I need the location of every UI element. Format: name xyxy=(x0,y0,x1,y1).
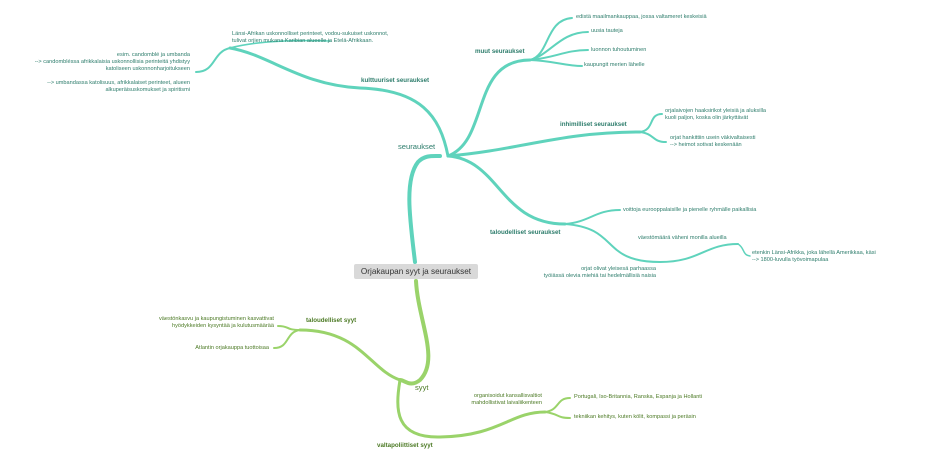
note-line: --> candombléssa afrikkalaisia uskonnoll… xyxy=(34,59,190,65)
node-taloudelliset-syyt[interactable]: taloudelliset syyt xyxy=(306,317,357,324)
note-inhimilliset-2[interactable]: orjat hankittiin usein väkivaltaisesti -… xyxy=(670,135,756,149)
branch-taloudelliset xyxy=(446,154,567,226)
branch-kulttuuriset-mid xyxy=(195,47,231,73)
node-syyt[interactable]: syyt xyxy=(415,383,429,392)
note-taloudelliset-2[interactable]: etenkin Länsi-Afrikka, joka lähellä Amer… xyxy=(752,250,876,264)
branch-inhimilliset-2 xyxy=(639,131,667,143)
teal-branches xyxy=(195,17,751,264)
leaf-muut-4[interactable]: kaupungit merien lähelle xyxy=(584,62,645,68)
leaf-taloudelliset-2[interactable]: väestömäärä väheni monilla alueilla xyxy=(638,235,727,241)
leaf-taloudelliset-1[interactable]: voittoja eurooppalaisille ja pienelle ry… xyxy=(623,207,757,213)
branch-syyt-tal-1 xyxy=(277,325,301,331)
note-line: etenkin Länsi-Afrikka, joka lähellä Amer… xyxy=(752,250,876,256)
note-line: --> heimot sotivat keskenään xyxy=(670,142,742,148)
branch-muut-2 xyxy=(529,31,589,61)
note-kulttuuriset-bottom[interactable]: --> umbandassa katolisuus, afrikkalaiset… xyxy=(47,80,190,94)
branch-syyt-valtapol xyxy=(396,378,547,439)
central-topic[interactable]: Orjakaupan syyt ja seuraukset xyxy=(354,264,478,279)
branch-taloudelliset-2-note xyxy=(737,243,751,257)
note-line: orjat olivat yleisesä parhaassa xyxy=(581,266,656,272)
branch-inhimilliset-1 xyxy=(639,113,663,133)
note-line: alkuperäisuskomukset ja spiritismi xyxy=(105,87,190,93)
note-line: orjat hankittiin usein väkivaltaisesti xyxy=(670,135,756,141)
branch-trunk-syyt xyxy=(398,279,431,386)
note-syyt-taloudelliset-1[interactable]: väestönkasvu ja kaupungistuminen kasvatt… xyxy=(159,316,274,330)
leaf-muut-1[interactable]: edistä maailmankauppaa, jossa valtameret… xyxy=(576,14,707,20)
note-line: organisoidut kansallisvaltiot xyxy=(473,393,542,399)
leaf-valtapoliittiset-2[interactable]: tekniikan kehitys, kuten kölit, kompassi… xyxy=(574,414,696,420)
branch-taloudelliset-1 xyxy=(564,209,621,225)
note-line: työiässä olevia miehiä tai hedelmällisiä… xyxy=(543,273,656,279)
note-kulttuuriset-mid[interactable]: esim. candomblé ja umbanda --> candomblé… xyxy=(35,52,190,73)
leaf-muut-3[interactable]: luonnon tuhoutuminen xyxy=(591,47,647,53)
note-line: tulivat orjien mukana Karibian alueelle … xyxy=(232,38,374,44)
branch-muut-3 xyxy=(529,49,589,61)
node-muut-seuraukset[interactable]: muut seuraukset xyxy=(475,48,525,55)
branch-trunk-seuraukset xyxy=(407,153,442,264)
branch-syyt-tal-2 xyxy=(273,329,301,349)
note-inhimilliset-1[interactable]: orjalaivojen haaksirikot yleisiä ja aluk… xyxy=(665,108,766,122)
note-kulttuuriset-top[interactable]: Länsi-Afrikan uskonnolliset perinteet, v… xyxy=(232,31,388,45)
branch-inhimilliset xyxy=(446,130,642,158)
note-line: katoliseen uskonnonharjoitukseen xyxy=(105,66,190,72)
branch-syyt-taloudelliset xyxy=(298,328,402,382)
note-line: mahdollistivat laivaliikenteen xyxy=(471,400,542,406)
branch-kulttuuriset-top xyxy=(229,39,331,49)
branch-syyt-valtapol-2 xyxy=(544,411,571,419)
note-line: Länsi-Afrikan uskonnolliset perinteet, v… xyxy=(232,31,389,37)
leaf-syyt-taloudelliset-2[interactable]: Atlantin orjakauppa tuottoisaa xyxy=(195,345,269,351)
note-taloudelliset-3[interactable]: orjat olivat yleisesä parhaassa työiässä… xyxy=(544,266,656,280)
node-seuraukset[interactable]: seuraukset xyxy=(398,142,436,151)
branch-muut xyxy=(446,58,532,158)
node-inhimilliset-seuraukset[interactable]: inhimilliset seuraukset xyxy=(560,121,627,128)
branch-syyt-valtapol-1 xyxy=(544,397,571,413)
leaf-muut-2[interactable]: uusia tauteja xyxy=(591,28,623,34)
branch-kulttuuriset xyxy=(228,46,450,158)
note-line: orjalaivojen haaksirikot yleisiä ja aluk… xyxy=(665,108,767,114)
node-kulttuuriset-seuraukset[interactable]: kulttuuriset seuraukset xyxy=(361,77,430,84)
note-line: hyödykkeiden kysyntää ja kulutusmäärää xyxy=(172,323,274,329)
note-line: esim. candomblé ja umbanda xyxy=(116,52,190,58)
note-line: --> 1800-luvulla työvoimapulaa xyxy=(752,257,829,263)
node-valtapoliittiset-syyt[interactable]: valtapoliittiset syyt xyxy=(377,442,433,449)
leaf-valtapoliittiset-1[interactable]: Portugali, Iso-Britannia, Ranska, Espanj… xyxy=(574,394,703,400)
branch-muut-4 xyxy=(529,59,583,67)
note-line: väestönkasvu ja kaupungistuminen kasvatt… xyxy=(158,316,274,322)
branch-taloudelliset-2 xyxy=(564,223,739,264)
node-taloudelliset-seuraukset[interactable]: taloudelliset seuraukset xyxy=(490,229,561,236)
green-branches xyxy=(273,279,571,439)
note-valtapoliittiset[interactable]: organisoidut kansallisvaltiot mahdollist… xyxy=(471,393,542,407)
note-line: kuoli paljon, koska olin järkyttävät xyxy=(665,115,749,121)
note-line: --> umbandassa katolisuus, afrikkalaiset… xyxy=(47,80,190,86)
